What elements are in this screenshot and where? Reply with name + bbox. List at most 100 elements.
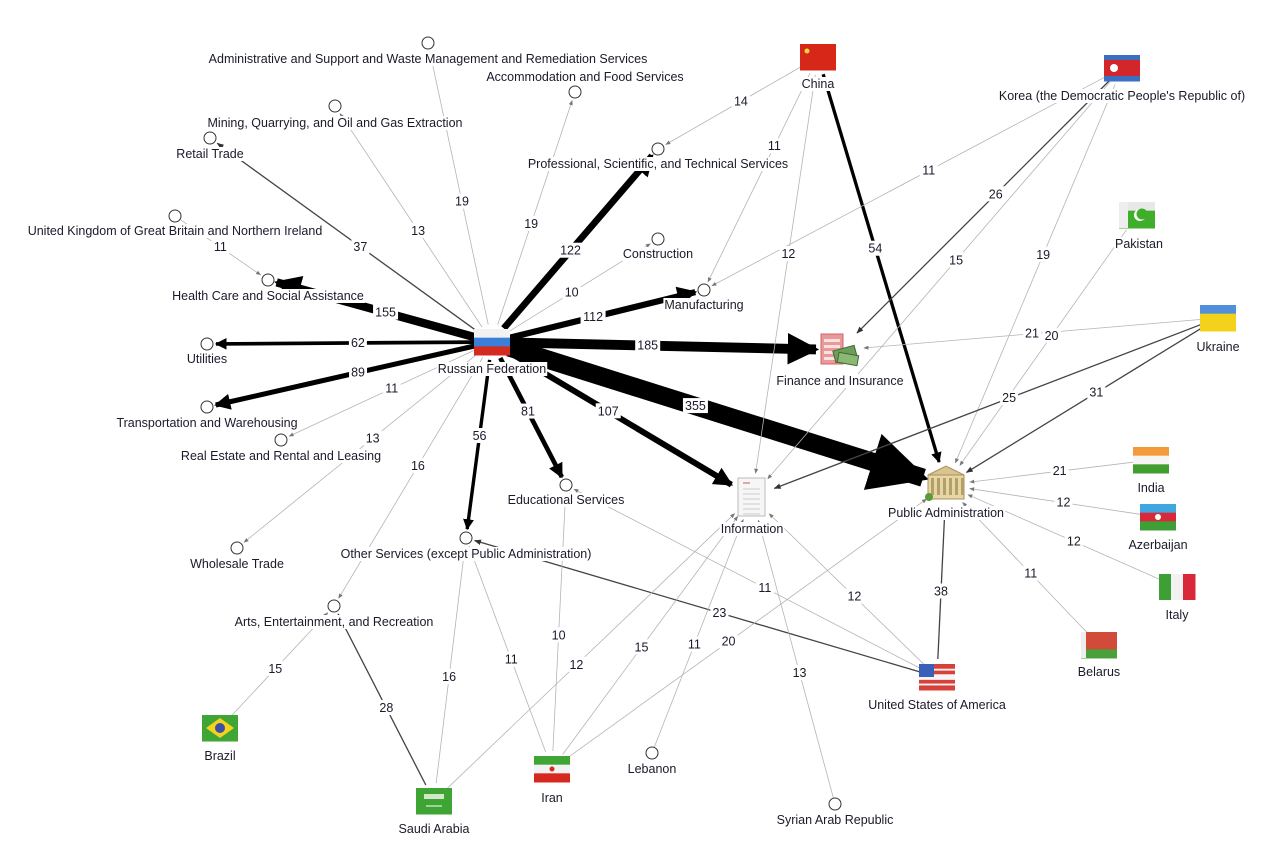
node-circle-icon xyxy=(559,478,573,492)
edge-russia-to-utilities xyxy=(214,337,475,350)
edge-label-bg xyxy=(632,639,651,655)
node-label-bg xyxy=(339,547,593,561)
node-lebanon[interactable]: Lebanon xyxy=(626,746,678,776)
node-uk[interactable]: United Kingdom of Great Britain and Nort… xyxy=(26,209,324,238)
node-utilities[interactable]: Utilities xyxy=(185,337,229,366)
node-health[interactable]: Health Care and Social Assistance xyxy=(171,273,365,303)
node-adminsupport[interactable]: Administrative and Support and Waste Man… xyxy=(207,36,649,66)
node-label-bg xyxy=(1076,665,1122,679)
node-label: Arts, Entertainment, and Recreation xyxy=(235,615,434,629)
edge-russia-to-adminsupport xyxy=(428,51,489,325)
edge-label-bg xyxy=(635,337,661,353)
node-label: Accommodation and Food Services xyxy=(486,70,683,84)
edge-value-label: 122 xyxy=(560,244,581,258)
flag-north-korea-icon xyxy=(1104,55,1140,82)
node-label: Transportation and Warehousing xyxy=(116,416,297,430)
node-circle-icon xyxy=(421,36,435,50)
edge-label-bg xyxy=(266,660,285,676)
edge-label-bg xyxy=(755,579,774,595)
node-mining[interactable]: Mining, Quarrying, and Oil and Gas Extra… xyxy=(206,99,464,130)
node-iran[interactable]: Iran xyxy=(534,756,570,805)
node-arts[interactable]: Arts, Entertainment, and Recreation xyxy=(233,599,435,629)
node-publicadmin[interactable]: Public Administration xyxy=(886,465,1006,520)
node-label: Retail Trade xyxy=(176,147,243,161)
node-transport[interactable]: Transportation and Warehousing xyxy=(115,400,299,430)
edge-value-label: 19 xyxy=(524,217,538,231)
node-otherservices[interactable]: Other Services (except Public Administra… xyxy=(339,531,593,561)
edge-value-label: 11 xyxy=(385,382,398,396)
edge-label-bg xyxy=(373,304,399,320)
node-label-bg xyxy=(506,493,626,507)
node-profsci[interactable]: Professional, Scientific, and Technical … xyxy=(526,142,790,171)
edge-value-label: 10 xyxy=(552,628,566,642)
node-italy[interactable]: Italy xyxy=(1159,574,1196,622)
edge-value-label: 15 xyxy=(949,253,963,267)
node-realestate[interactable]: Real Estate and Rental and Leasing xyxy=(179,433,383,463)
nodes-layer: Russian Federation China Korea (the Democr… xyxy=(26,36,1247,836)
edge-value-label: 10 xyxy=(565,286,579,300)
node-circle-icon xyxy=(828,797,842,811)
node-label-bg xyxy=(526,157,790,171)
edge-value-label: 19 xyxy=(1036,248,1050,262)
node-korea[interactable]: Korea (the Democratic People's Republic … xyxy=(997,55,1247,103)
node-brazil[interactable]: Brazil xyxy=(202,715,238,763)
node-label-bg xyxy=(185,352,229,366)
node-saudi[interactable]: Saudi Arabia xyxy=(397,788,471,836)
node-circle-icon xyxy=(327,599,341,613)
edge-label-bg xyxy=(349,364,368,380)
edge-label-bg xyxy=(558,242,584,258)
node-label: Russian Federation xyxy=(438,362,546,376)
node-pakistan[interactable]: Pakistan xyxy=(1114,202,1165,251)
edge-value-label: 12 xyxy=(781,247,795,261)
edge-value-label: 155 xyxy=(375,306,396,320)
node-label-bg xyxy=(436,362,548,376)
node-azerbaijan[interactable]: Azerbaijan xyxy=(1127,504,1189,552)
node-label: Brazil xyxy=(204,749,235,763)
edge-label-bg xyxy=(947,252,966,268)
node-accommodation[interactable]: Accommodation and Food Services xyxy=(485,70,685,99)
node-ukraine[interactable]: Ukraine xyxy=(1195,305,1241,354)
node-retail[interactable]: Retail Trade xyxy=(175,131,245,161)
edge-value-label: 62 xyxy=(351,336,365,350)
node-construction[interactable]: Construction xyxy=(621,232,695,261)
node-label-bg xyxy=(203,749,237,763)
edge-label-bg xyxy=(440,668,459,684)
edge-label-bg xyxy=(502,651,521,667)
node-label-bg xyxy=(207,52,649,66)
node-finance[interactable]: Finance and Insurance xyxy=(775,333,905,388)
edge-label-bg xyxy=(211,239,230,255)
edge-value-label: 15 xyxy=(268,662,282,676)
node-russia[interactable]: Russian Federation xyxy=(436,329,548,376)
edge-value-label: 11 xyxy=(688,638,701,652)
edge-value-label: 11 xyxy=(214,240,227,254)
node-label-bg xyxy=(397,822,471,836)
node-belarus[interactable]: Belarus xyxy=(1076,632,1122,679)
node-information[interactable]: Information xyxy=(719,477,785,536)
node-label: Italy xyxy=(1166,608,1190,622)
edge-label-bg xyxy=(845,588,864,604)
edge-label-bg xyxy=(363,430,382,446)
node-label-bg xyxy=(1114,237,1165,251)
edge-iran-to-publicadmin xyxy=(566,498,927,759)
node-label-bg xyxy=(663,298,745,312)
edge-label-bg xyxy=(919,162,938,178)
node-label: Iran xyxy=(541,791,563,805)
flag-russia-icon xyxy=(474,329,510,356)
node-usa[interactable]: United States of America xyxy=(867,664,1007,712)
edge-russia-to-wholesale xyxy=(243,353,479,543)
node-educational[interactable]: Educational Services xyxy=(506,478,626,507)
edge-label-bg xyxy=(1042,327,1061,343)
node-manufacturing[interactable]: Manufacturing xyxy=(663,283,745,312)
edge-pakistan-to-publicadmin xyxy=(959,229,1127,466)
edge-label-bg xyxy=(779,246,798,262)
node-label: Information xyxy=(721,522,784,536)
edge-syria-to-information xyxy=(757,519,834,799)
edge-iran-to-educational xyxy=(552,493,568,752)
node-wholesale[interactable]: Wholesale Trade xyxy=(189,541,285,571)
node-india[interactable]: India xyxy=(1133,447,1169,495)
edge-label-bg xyxy=(731,93,750,109)
node-china[interactable]: China xyxy=(800,44,836,91)
edge-value-label: 13 xyxy=(793,666,807,680)
node-label: Manufacturing xyxy=(664,298,743,312)
node-syria[interactable]: Syrian Arab Republic xyxy=(775,797,895,827)
